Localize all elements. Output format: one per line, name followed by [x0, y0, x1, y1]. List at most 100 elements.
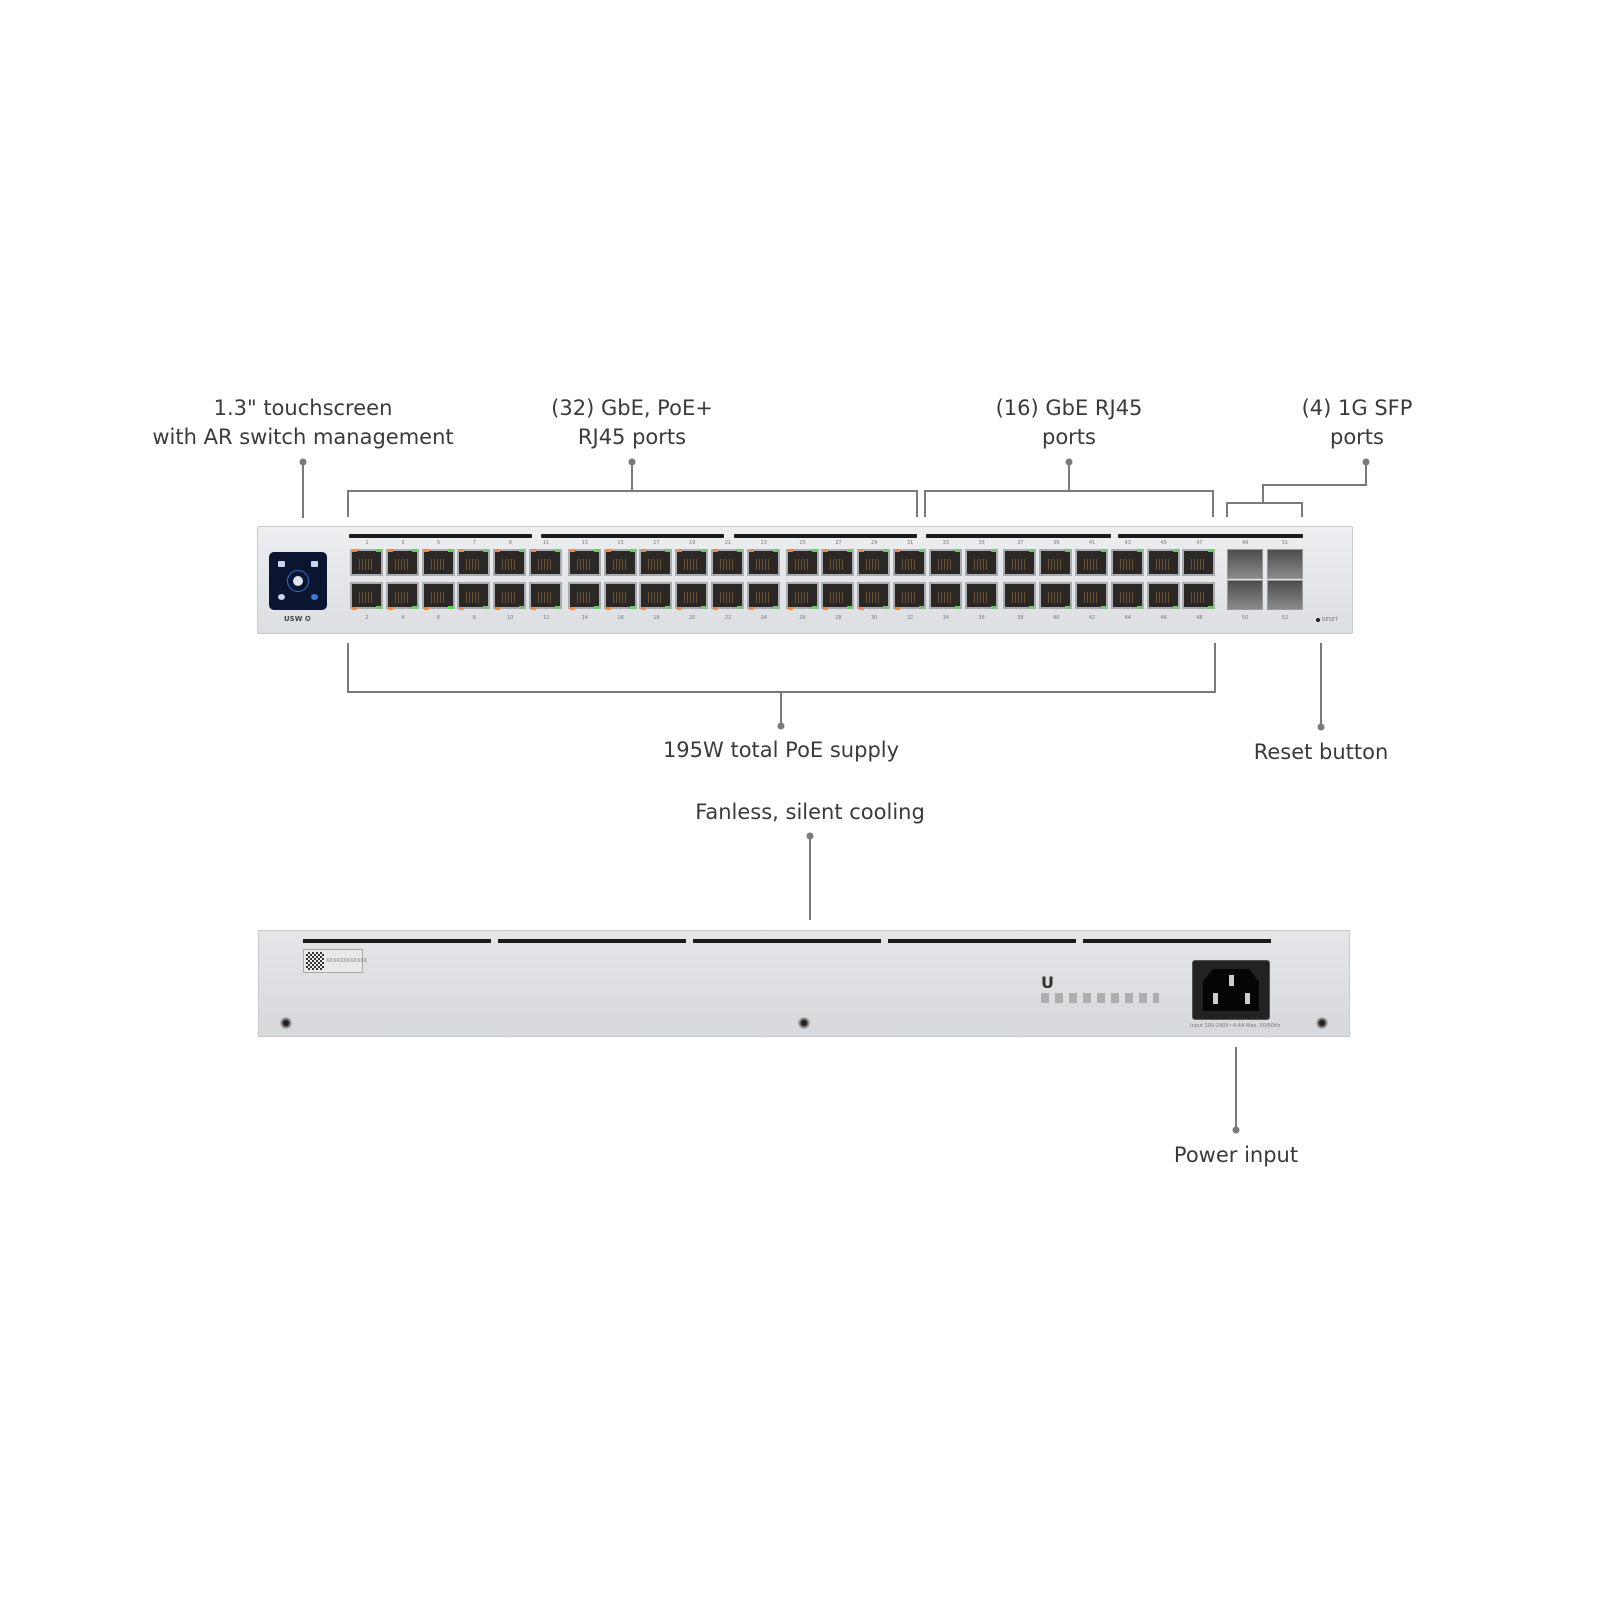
rj45-port[interactable] — [675, 549, 709, 576]
port-number: 6 — [437, 615, 441, 621]
port-number: 46 — [1160, 615, 1167, 621]
link-led — [1136, 606, 1142, 609]
link-led — [447, 606, 453, 609]
rj45-port[interactable] — [350, 549, 383, 576]
rj45-port[interactable] — [1146, 549, 1180, 576]
port-number: 37 — [1017, 540, 1024, 546]
rj45-port[interactable] — [1003, 549, 1037, 576]
rj45-port[interactable] — [350, 582, 383, 609]
poe-led — [823, 549, 829, 552]
sfp-port[interactable] — [1267, 580, 1303, 610]
network-icon — [278, 561, 285, 567]
rj45-port[interactable] — [385, 549, 419, 576]
rj45-port[interactable] — [639, 549, 673, 576]
rj45-port[interactable] — [421, 549, 455, 576]
port-number: 40 — [1053, 615, 1060, 621]
link-led — [1136, 549, 1142, 552]
port-number: 20 — [689, 615, 696, 621]
rj45-port[interactable] — [1075, 582, 1108, 609]
rj45-port[interactable] — [639, 582, 673, 609]
port-number: 15 — [617, 540, 624, 546]
rj45-port[interactable] — [928, 582, 962, 609]
rj45-port[interactable] — [746, 582, 780, 609]
link-led — [772, 549, 778, 552]
rj45-port[interactable] — [1182, 549, 1216, 576]
poe-led — [423, 607, 429, 610]
rj45-port[interactable] — [857, 549, 891, 576]
rj45-port[interactable] — [603, 582, 637, 609]
rj45-port[interactable] — [529, 582, 562, 609]
vent — [498, 939, 686, 943]
reset-button[interactable] — [1316, 618, 1320, 622]
port-number: 12 — [542, 615, 550, 621]
rj45-port[interactable] — [964, 582, 998, 609]
reset-callout: Reset button — [1253, 740, 1389, 764]
poe-led — [495, 607, 501, 610]
rj45-port[interactable] — [493, 582, 527, 609]
sfp-port[interactable] — [1227, 580, 1263, 610]
poe-led — [531, 607, 536, 610]
power-input-socket[interactable] — [1192, 960, 1270, 1020]
rj45-port[interactable] — [567, 549, 601, 576]
rj45-port[interactable] — [964, 549, 998, 576]
rj45-port[interactable] — [385, 582, 419, 609]
rj45-port[interactable] — [893, 582, 926, 609]
touchscreen[interactable] — [269, 552, 327, 610]
rj45-port[interactable] — [821, 582, 855, 609]
link-led — [1208, 549, 1214, 552]
rj45-port[interactable] — [457, 582, 491, 609]
rj45-port[interactable] — [746, 549, 780, 576]
port-number: 30 — [871, 615, 878, 621]
touchscreen-center-button — [293, 576, 303, 586]
rj45-port[interactable] — [529, 549, 562, 576]
rj45-port[interactable] — [675, 582, 709, 609]
rj45-port[interactable] — [1110, 582, 1144, 609]
port-number: 19 — [689, 540, 696, 546]
rj45-port[interactable] — [785, 582, 819, 609]
vent — [1083, 939, 1271, 943]
sfp-port[interactable] — [1227, 549, 1263, 579]
port-number: 11 — [542, 540, 550, 546]
rj45-port[interactable] — [857, 582, 891, 609]
rj45-port[interactable] — [1039, 549, 1073, 576]
serial-label: XXXXXXXXXXXX — [303, 949, 367, 973]
rj45-port[interactable] — [928, 549, 962, 576]
rj45-port[interactable] — [1003, 582, 1037, 609]
rj45-port[interactable] — [421, 582, 455, 609]
link-led — [1065, 606, 1071, 609]
rj45-port[interactable] — [711, 549, 744, 576]
sfp-port[interactable] — [1267, 549, 1303, 579]
poe-led — [387, 549, 393, 552]
port-number: 52 — [1281, 615, 1289, 621]
rj45-port[interactable] — [1039, 582, 1073, 609]
port-number: 2 — [365, 615, 369, 621]
rj45-port[interactable] — [567, 582, 601, 609]
rj45-port[interactable] — [711, 582, 744, 609]
port-number: 9 — [508, 540, 512, 546]
port-number: 34 — [942, 615, 949, 621]
rj45-port[interactable] — [1110, 549, 1144, 576]
callout-line-1: (32) GbE, PoE+ — [551, 396, 713, 420]
link-led — [1208, 606, 1214, 609]
rj45-port[interactable] — [1146, 582, 1180, 609]
rj45-port[interactable] — [821, 549, 855, 576]
pin — [1245, 993, 1250, 1004]
port-number: 48 — [1196, 615, 1203, 621]
rj45-port[interactable] — [493, 549, 527, 576]
link-led — [1172, 549, 1178, 552]
port-number: 28 — [835, 615, 842, 621]
rj45-port[interactable] — [1075, 549, 1108, 576]
poe-led — [495, 549, 501, 552]
settings-icon — [311, 594, 318, 600]
callout-line-1: (4) 1G SFP — [1301, 396, 1413, 420]
rj45-port[interactable] — [893, 549, 926, 576]
poe-led — [859, 549, 865, 552]
rj45-port[interactable] — [785, 549, 819, 576]
reset-label: RESET — [1322, 617, 1339, 623]
rj45-port[interactable] — [457, 549, 491, 576]
rj45-port[interactable] — [1182, 582, 1216, 609]
port-number: 13 — [581, 540, 588, 546]
rj45-port[interactable] — [603, 549, 637, 576]
